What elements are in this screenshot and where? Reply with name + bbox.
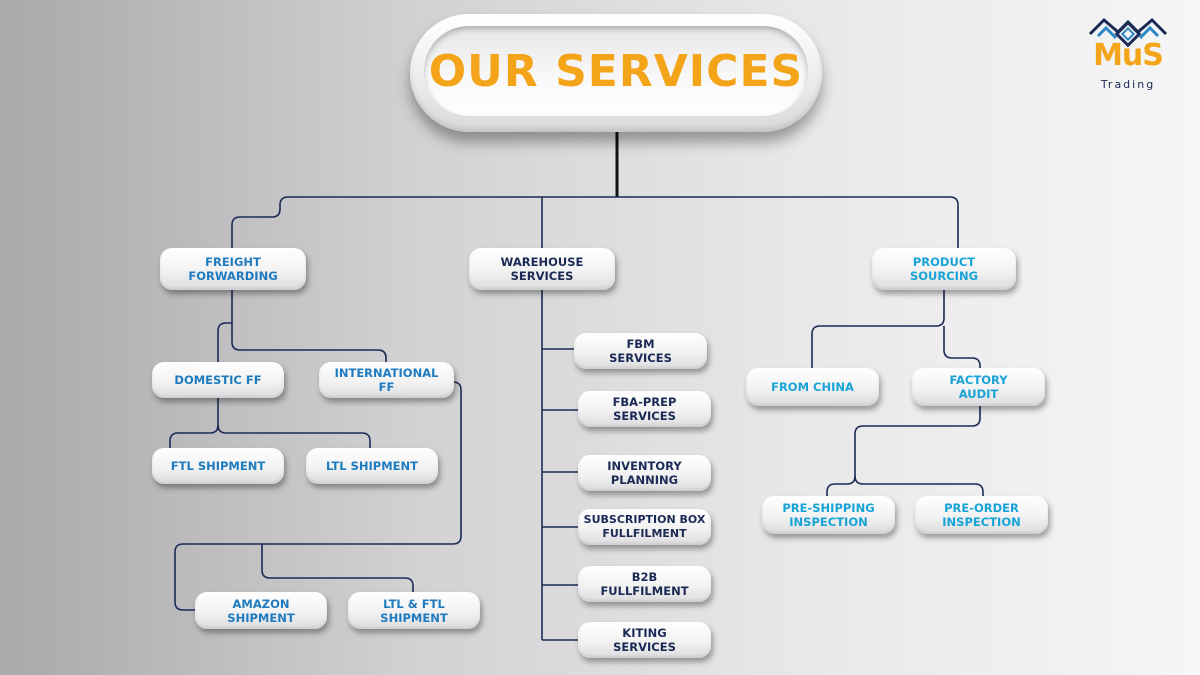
service-kiting[interactable]: KITING SERVICES [578,622,711,658]
service-fbm[interactable]: FBM SERVICES [574,333,707,369]
logo-mark-icon [1088,17,1168,48]
service-domestic-ff[interactable]: DOMESTIC FF [152,362,284,398]
service-ltl-ftl-shipment[interactable]: LTL & FTL SHIPMENT [348,592,480,629]
service-ltl-shipment[interactable]: LTL SHIPMENT [306,448,438,484]
service-factory-audit[interactable]: FACTORY AUDIT [912,368,1045,406]
title-inner: OUR SERVICES [424,26,808,116]
category-warehouse-services[interactable]: WAREHOUSE SERVICES [469,248,615,290]
service-pre-shipping-inspection[interactable]: PRE-SHIPPING INSPECTION [762,496,895,534]
service-international-ff[interactable]: INTERNATIONAL FF [319,362,454,398]
logo-brand: MuS [1093,38,1164,73]
service-inventory-planning[interactable]: INVENTORY PLANNING [578,455,711,491]
service-fba-prep[interactable]: FBA-PREP SERVICES [578,391,711,427]
page-title: OUR SERVICES [428,45,804,97]
service-ftl-shipment[interactable]: FTL SHIPMENT [152,448,284,484]
logo-subtitle: Trading [1100,78,1156,91]
category-product-sourcing[interactable]: PRODUCT SOURCING [872,248,1016,290]
service-from-china[interactable]: FROM CHINA [746,368,879,406]
service-pre-order-inspection[interactable]: PRE-ORDER INSPECTION [915,496,1048,534]
service-b2b[interactable]: B2B FULLFILMENT [578,566,711,602]
service-amazon-shipment[interactable]: AMAZON SHIPMENT [195,592,327,629]
category-freight-forwarding[interactable]: FREIGHT FORWARDING [160,248,306,290]
service-subscription-box[interactable]: SUBSCRIPTION BOX FULLFILMENT [578,509,711,545]
title-pill: OUR SERVICES [410,14,822,132]
